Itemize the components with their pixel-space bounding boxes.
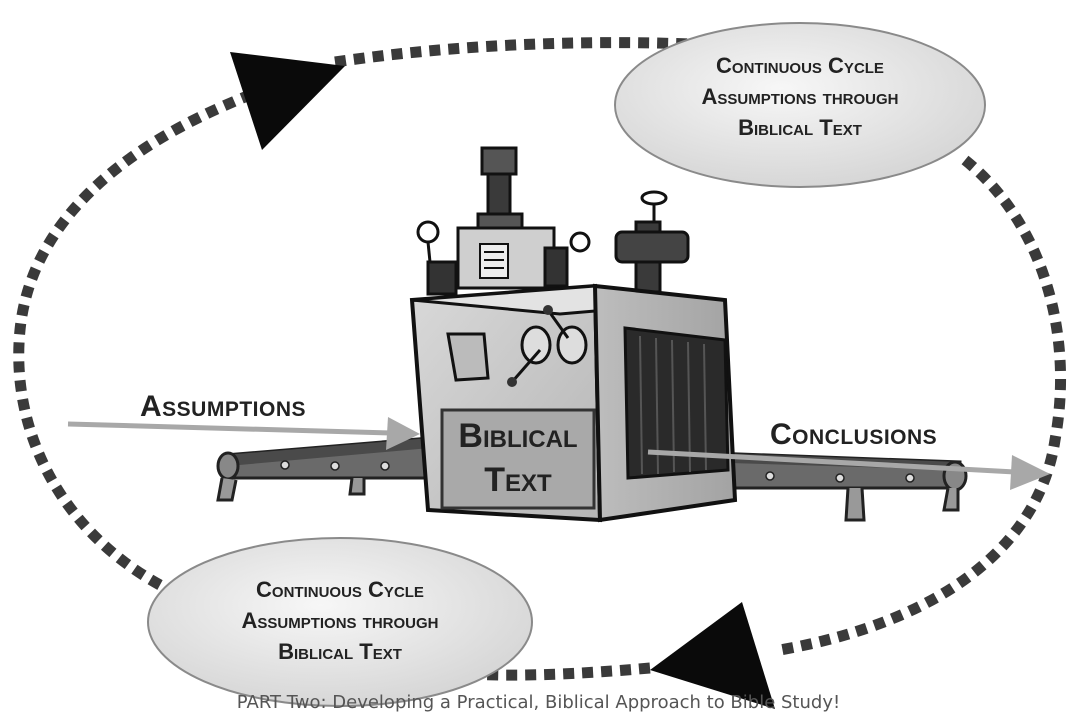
machine-panel-line1: Biblical: [458, 417, 578, 455]
conclusions-label: Conclusions: [770, 418, 938, 451]
bubble-bottom-line1: Continuous Cycle: [256, 577, 424, 602]
machine-panel-line2: Text: [484, 461, 552, 499]
bubble-bottom-line2: Assumptions through: [241, 608, 439, 633]
cycle-arrowhead-top-left: [230, 52, 345, 150]
assumptions-arrow: [67, 417, 420, 450]
bubble-bottom-left: [147, 537, 533, 707]
conveyor-left: [216, 436, 432, 502]
machine-label-panel: [440, 408, 596, 510]
bubble-top-text: Continuous Cycle Assumptions through Bib…: [640, 50, 960, 143]
bubble-top-line1: Continuous Cycle: [716, 53, 884, 78]
machine: [409, 146, 738, 523]
cycle-arrowhead-bottom-right: [650, 602, 775, 709]
assumptions-label: Assumptions: [140, 390, 307, 423]
bubble-top-line3: Biblical Text: [738, 115, 862, 140]
bubble-bottom-text: Continuous Cycle Assumptions through Bib…: [180, 574, 500, 667]
conclusions-arrow: [647, 449, 1050, 490]
bubble-bottom-line3: Biblical Text: [278, 639, 402, 664]
footer-caption: PART Two: Developing a Practical, Biblic…: [236, 692, 841, 713]
machine-panel-text: Biblical Text: [442, 414, 594, 502]
bubble-top-right: [614, 22, 986, 188]
bubble-top-line2: Assumptions through: [701, 84, 899, 109]
